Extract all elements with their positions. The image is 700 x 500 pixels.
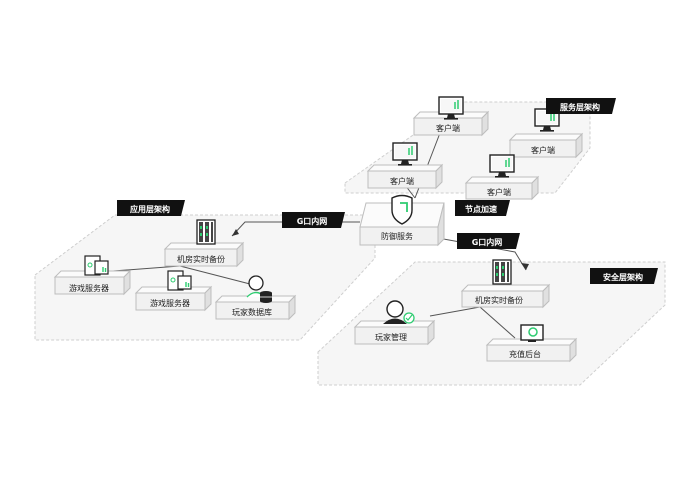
shield-icon (391, 194, 413, 225)
game-server-label-1: 游戏服务器 (69, 283, 109, 293)
application-region-tag: 应用层架构 (117, 200, 185, 216)
link-tag-right: G口内网 (457, 233, 520, 249)
security-backup-label: 机房实时备份 (475, 295, 523, 305)
client-label-1: 客户端 (436, 123, 460, 133)
arrow-down-icon (521, 263, 529, 270)
service-region-tag: 服务层架构 (546, 98, 616, 114)
security-region-tag: 安全层架构 (590, 268, 658, 284)
app-game-server-box-2[interactable]: 游戏服务器 (134, 270, 213, 312)
client-label-3: 客户端 (390, 176, 414, 186)
recharge-label: 充值后台 (509, 349, 541, 359)
node-acceleration-tag: 节点加速 (455, 200, 510, 216)
svg-text:安全层架构: 安全层架构 (603, 272, 643, 282)
security-region (317, 261, 666, 386)
svg-text:G口内网: G口内网 (472, 237, 503, 247)
defense-service-box[interactable]: 防御服务 (359, 194, 445, 247)
service-client-box-3[interactable]: 客户端 (366, 142, 444, 190)
svg-text:G口内网: G口内网 (297, 216, 328, 226)
client-label-4: 客户端 (487, 187, 511, 197)
svg-text:节点加速: 节点加速 (465, 204, 497, 214)
game-server-label-2: 游戏服务器 (150, 298, 190, 308)
service-client-box-2[interactable]: 客户端 (508, 108, 584, 159)
client-label-2: 客户端 (531, 145, 555, 155)
database-label: 玩家数据库 (232, 307, 272, 317)
server-rack-icon (196, 219, 216, 245)
defense-label: 防御服务 (381, 231, 413, 241)
server-rack-icon (492, 259, 512, 285)
player-management-box[interactable]: 玩家管理 (353, 300, 436, 346)
svg-text:应用层架构: 应用层架构 (130, 204, 170, 214)
app-database-box[interactable]: 玩家数据库 (214, 275, 297, 321)
player-management-label: 玩家管理 (375, 332, 407, 342)
service-client-box-1[interactable]: 客户端 (412, 96, 490, 137)
arrow-left-icon (232, 229, 239, 236)
database-user-icon (246, 275, 272, 303)
security-backup-box[interactable]: 机房实时备份 (460, 259, 551, 309)
app-backup-label: 机房实时备份 (177, 254, 225, 264)
monitor-gear-icon (520, 324, 544, 342)
user-check-icon (383, 300, 415, 324)
app-backup-box[interactable]: 机房实时备份 (163, 219, 245, 268)
service-client-box-4[interactable]: 客户端 (464, 154, 540, 201)
recharge-backend-box[interactable]: 充值后台 (485, 324, 578, 363)
link-tag-left: G口内网 (282, 212, 345, 228)
app-game-server-box-1[interactable]: 游戏服务器 (53, 255, 132, 296)
svg-text:服务层架构: 服务层架构 (560, 102, 600, 112)
